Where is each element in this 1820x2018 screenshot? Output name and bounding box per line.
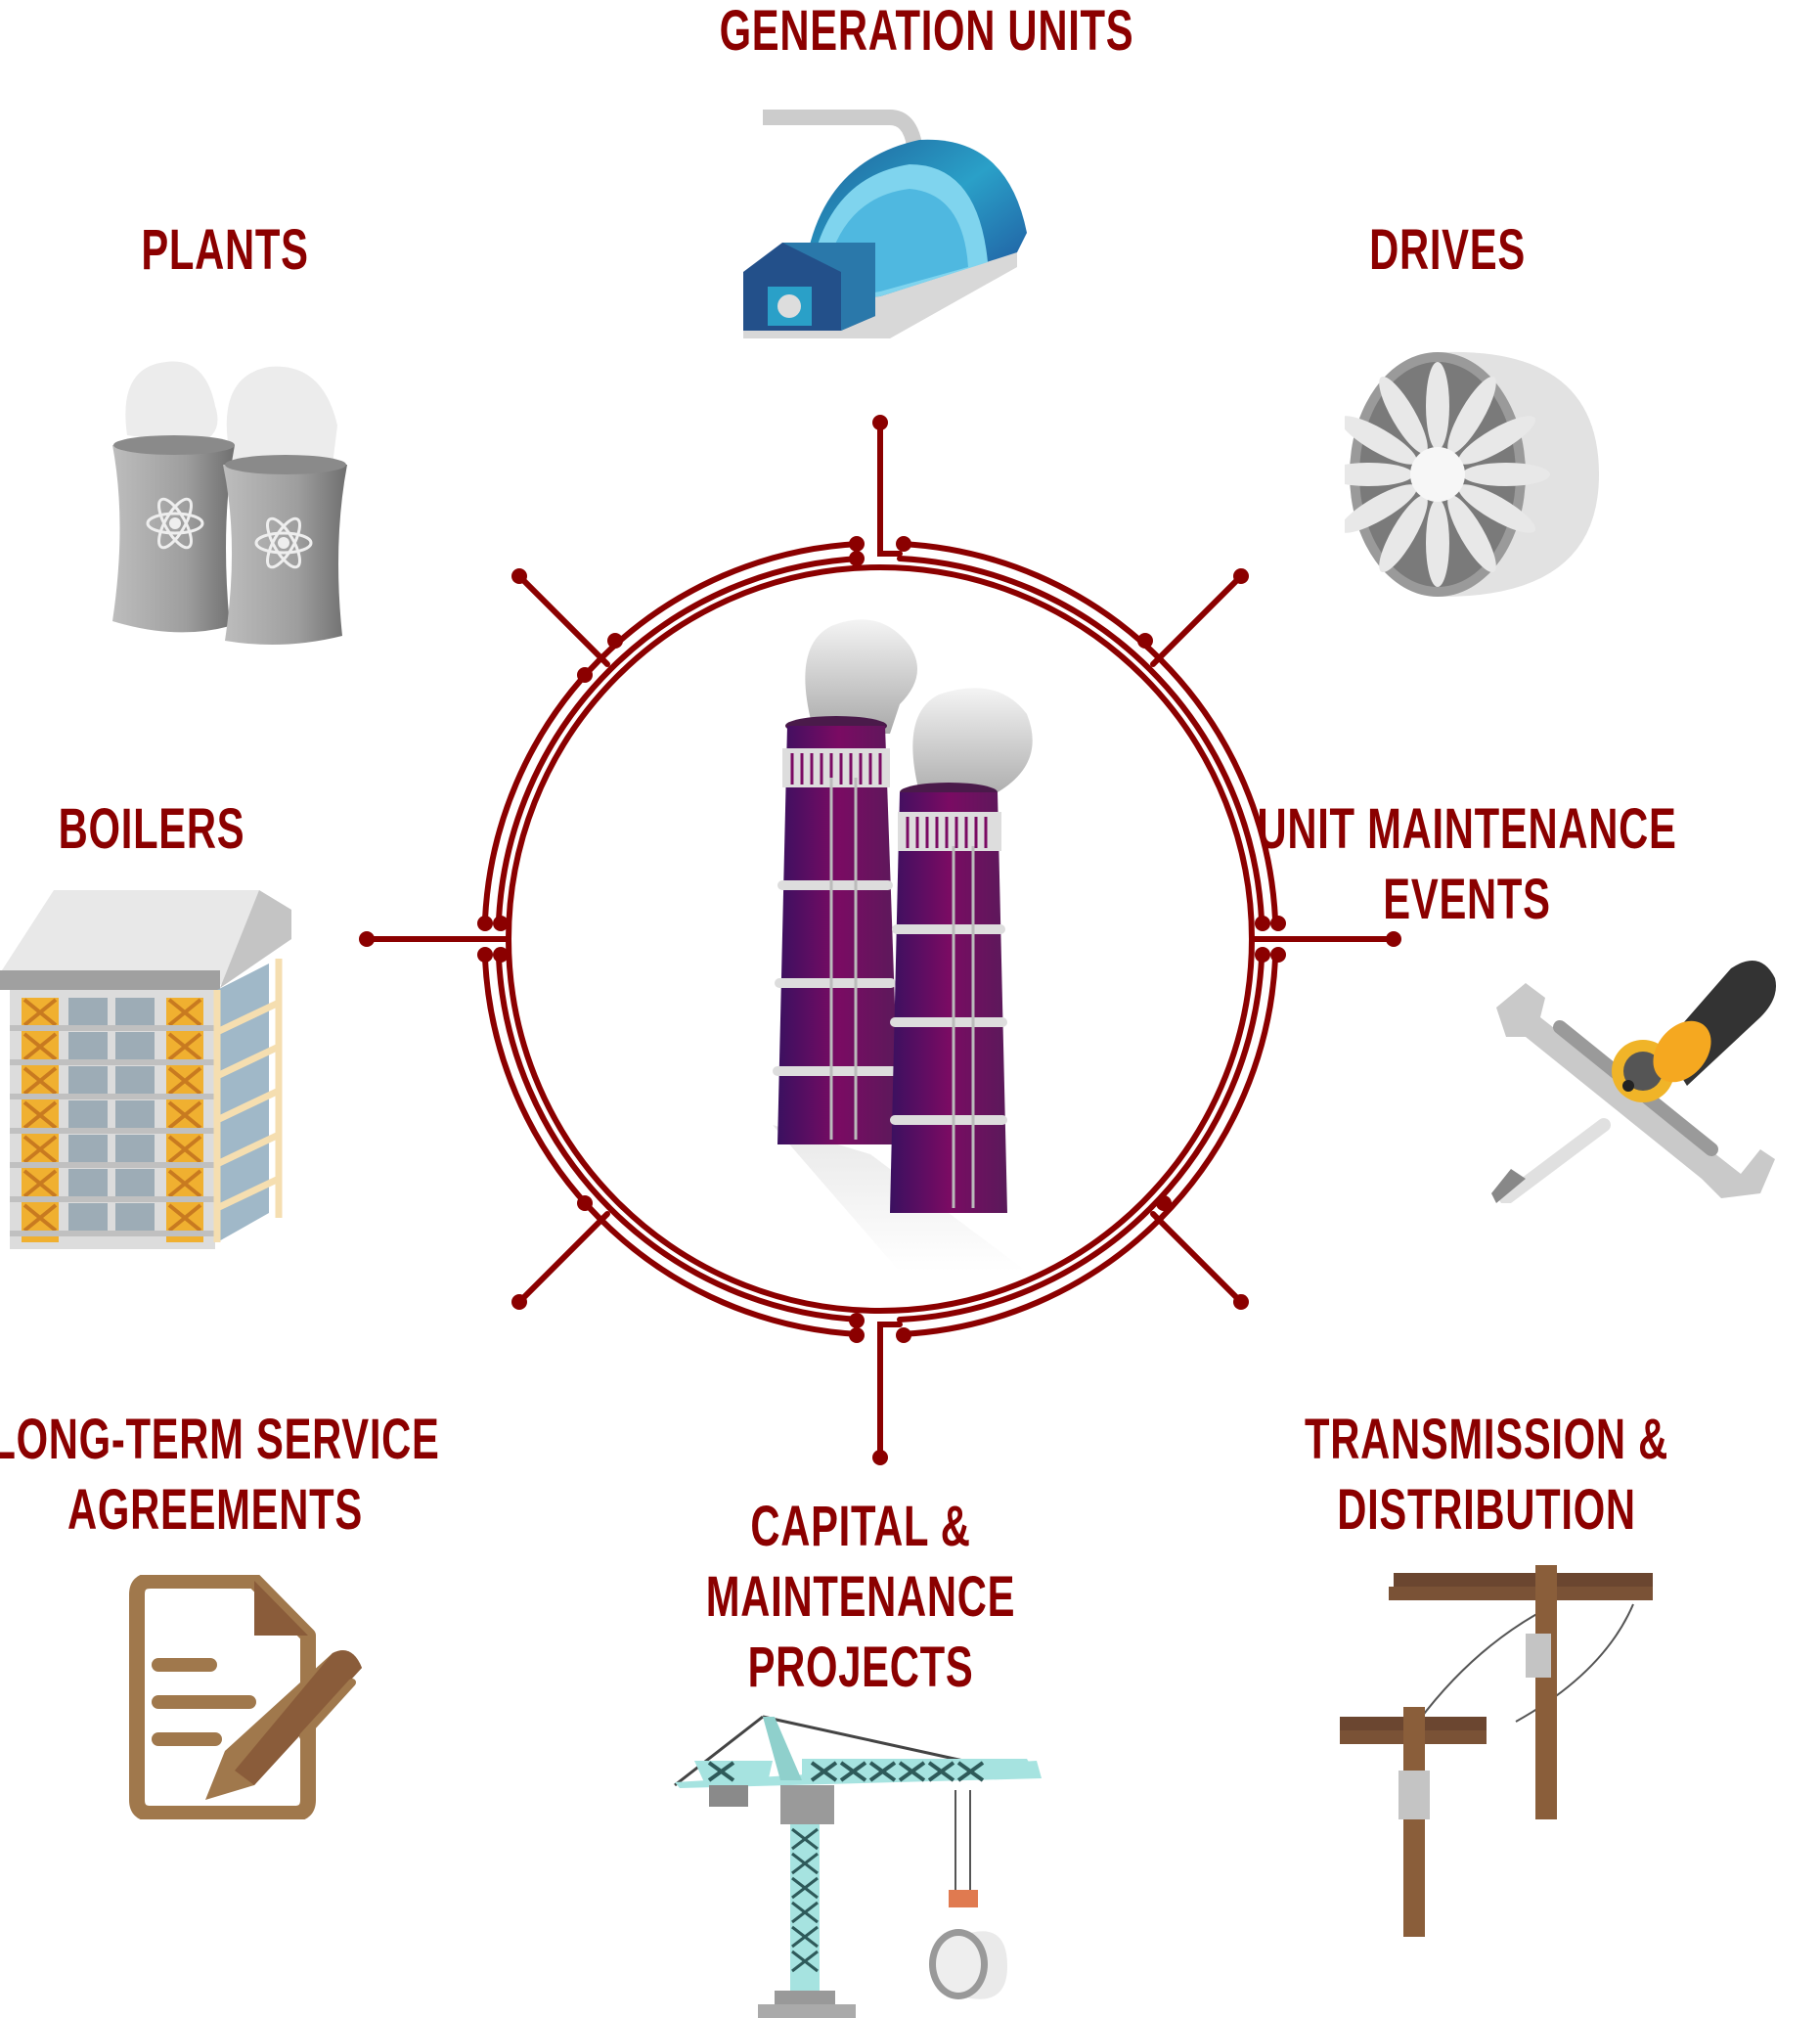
building-icon — [0, 890, 293, 1252]
label-boilers: BOILERS — [58, 797, 245, 861]
spoke-top-left — [516, 573, 610, 667]
contract-pen-icon — [117, 1575, 372, 1819]
spoke-end-dot — [872, 1450, 888, 1465]
spoke-end-dot — [1233, 568, 1249, 584]
spoke-end-dot — [359, 931, 375, 947]
middle-ring-arc — [496, 956, 864, 1323]
wrench-screwdriver-icon — [1467, 929, 1780, 1203]
middle-ring-arc — [897, 956, 1265, 1323]
label-unit-maintenance-events: UNIT MAINTENANCE EVENTS — [1257, 797, 1677, 931]
turbine-generator-icon — [724, 106, 1037, 350]
jet-turbine-icon — [1345, 347, 1609, 602]
spoke-end-dot — [872, 415, 888, 430]
spoke-end-dot — [511, 568, 527, 584]
spoke-top — [877, 420, 903, 557]
label-transmission-distribution: TRANSMISSION & DISTRIBUTION — [1304, 1408, 1669, 1542]
spoke-end-dot — [1233, 1294, 1249, 1310]
spoke-bottom-right — [1150, 1211, 1244, 1305]
label-drives: DRIVES — [1369, 218, 1526, 282]
utility-poles-icon — [1340, 1565, 1653, 1937]
crane-icon — [665, 1702, 1056, 2018]
smokestacks-icon — [743, 606, 1056, 1272]
spoke-top-right — [1150, 573, 1244, 667]
label-long-term-service-agreements: LONG-TERM SERVICE AGREEMENTS — [0, 1408, 440, 1542]
spoke-bottom-left — [516, 1211, 610, 1305]
spoke-end-dot — [1386, 931, 1401, 947]
middle-ring-arc — [897, 556, 1265, 922]
label-plants: PLANTS — [141, 218, 309, 282]
cooling-towers-icon — [98, 347, 352, 646]
spoke-end-dot — [511, 1294, 527, 1310]
middle-ring-arc — [496, 556, 864, 922]
label-generation-units: GENERATION UNITS — [719, 0, 1134, 63]
label-capital-maintenance-projects: CAPITAL & MAINTENANCE PROJECTS — [705, 1495, 1016, 1699]
spoke-bottom — [877, 1322, 903, 1460]
